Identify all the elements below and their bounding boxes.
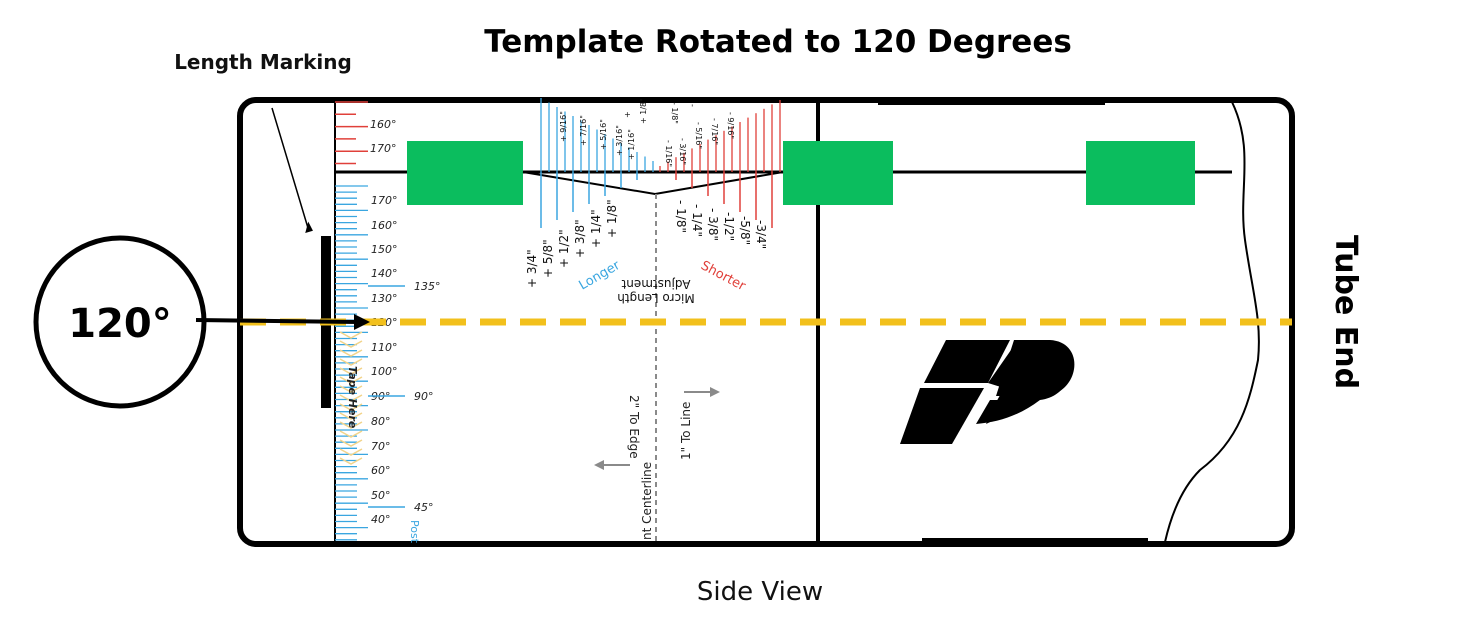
angle-scale-label: 130° — [371, 292, 398, 305]
angle-scale-label: 50° — [371, 489, 391, 502]
shorter-lower-label: - 1/8" — [674, 200, 688, 233]
longer-lower-label: + 1/2" — [557, 229, 571, 268]
tape-chevron — [339, 331, 363, 339]
shorter-upper-label: - 1/16" — [664, 140, 673, 167]
shorter-upper-label: - 7/16" — [710, 118, 719, 145]
micro-adjustment-label: Adjustment — [621, 277, 690, 291]
shorter-lower-label: -3/4" — [754, 220, 768, 249]
angle-scale: 160°170°170°160°150°140°130°120°110°100°… — [335, 101, 441, 541]
to-edge-label: 2" To Edge — [627, 395, 641, 459]
angle-scale-label: 80° — [371, 415, 391, 428]
to-edge-arrowhead — [594, 460, 604, 470]
length-marking-arrowhead — [305, 221, 313, 233]
shorter-lower-label: - 3/8" — [706, 208, 720, 241]
angle-scale-label: 160° — [371, 219, 398, 232]
post-label: Post — [408, 520, 421, 544]
micro-length-label: Micro Length — [617, 291, 695, 305]
longer-lower-label: + 3/8" — [573, 219, 587, 258]
tape-chevron — [339, 349, 363, 357]
longer-upper-label: + 7/16" — [579, 115, 588, 146]
tape-chevron — [339, 376, 363, 384]
tape-chevron — [339, 394, 363, 402]
major-scale-label: 45° — [414, 501, 434, 514]
angle-scale-label: 40° — [371, 513, 391, 526]
longer-upper-label: + 9/16" — [559, 111, 568, 142]
longer-lower-label: + 3/4" — [525, 249, 539, 288]
longer-lower-label: + 5/8" — [541, 239, 555, 278]
to-line-label: 1" To Line — [679, 402, 693, 460]
to-line-arrowhead — [710, 387, 720, 397]
angle-scale-label: 110° — [371, 341, 398, 354]
tape-area — [339, 331, 363, 465]
tape-chevron — [339, 421, 363, 429]
length-marking-label: Length Marking — [174, 50, 352, 74]
green-block-right — [1086, 141, 1195, 205]
tape-chevron — [339, 412, 363, 420]
angle-pointer-arrowhead — [354, 314, 370, 330]
major-scale-label: 135° — [414, 280, 441, 293]
angle-scale-label: 140° — [371, 267, 398, 280]
micro-length-scale: + 3/4"+ 5/8"+ 1/2"+ 3/8"+ 1/4"+ 1/8"- 1/… — [525, 98, 781, 288]
tape-chevron — [339, 385, 363, 393]
angle-scale-label: 170° — [371, 194, 398, 207]
longer-lower-label: + 1/4" — [589, 209, 603, 248]
longer-lower-label: + 1/8" — [605, 199, 619, 238]
tape-chevron — [339, 340, 363, 348]
shorter-upper-label: - 5/16" — [694, 122, 703, 149]
top-scale-label: 160° — [370, 118, 397, 131]
diagram-title: Template Rotated to 120 Degrees — [484, 24, 1072, 60]
shorter-lower-label: -1/2" — [722, 212, 736, 241]
tape-chevron — [339, 367, 363, 375]
length-marking-pointer — [271, 107, 309, 229]
longer-upper-label: + 1/8" — [639, 98, 648, 124]
tape-here-label: Tape Here — [346, 366, 359, 429]
angle-scale-label: 150° — [371, 243, 398, 256]
tape-chevron — [339, 358, 363, 366]
angle-pointer-line — [195, 318, 359, 324]
shorter-upper-label: - 1/8" — [670, 102, 679, 124]
longer-upper-label: + 3/16" — [615, 125, 624, 156]
tape-chevron — [339, 448, 363, 456]
tape-chevron — [339, 439, 363, 447]
brand-logo-icon — [900, 340, 1075, 444]
angle-badge-text: 120° — [68, 301, 172, 347]
angle-scale-label: 100° — [371, 365, 398, 378]
shorter-upper-label: - — [688, 104, 697, 107]
side-view-caption: Side View — [697, 577, 823, 607]
shorter-lower-label: -5/8" — [738, 216, 752, 245]
tube-end-label: Tube End — [1328, 235, 1363, 389]
shorter-upper-label: - 3/16" — [678, 138, 687, 165]
tube-end-curve — [1164, 101, 1260, 543]
major-scale-label: 90° — [414, 390, 434, 403]
green-block-middle — [783, 141, 893, 205]
longer-upper-label: + 5/16" — [599, 119, 608, 150]
centerline-label: nt Centerline — [640, 462, 654, 540]
angle-scale-label: 70° — [371, 440, 391, 453]
shorter-upper-label: - 9/16" — [726, 112, 735, 139]
longer-upper-label: + — [623, 111, 632, 118]
longer-upper-label: + 1/16" — [627, 129, 636, 160]
tape-chevron — [339, 457, 363, 465]
shorter-lower-label: - 1/4" — [690, 204, 704, 237]
tape-chevron — [339, 403, 363, 411]
green-block-left — [407, 141, 523, 205]
tape-chevron — [339, 430, 363, 438]
top-scale-label: 170° — [370, 142, 397, 155]
angle-scale-label: 60° — [371, 464, 391, 477]
